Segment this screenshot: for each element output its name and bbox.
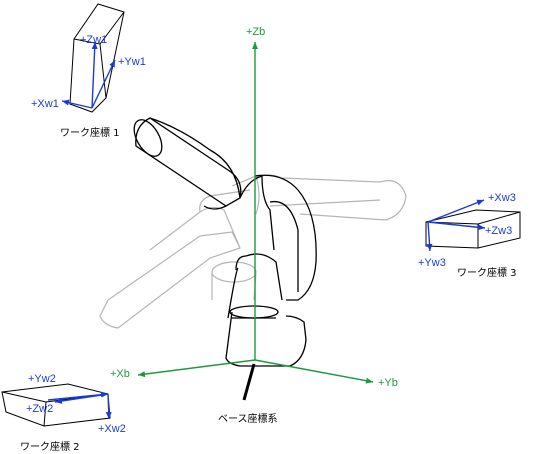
work-frame-2-block [1,383,111,427]
work3-y-label: +Yw3 [418,257,446,269]
work3-x-axis [427,199,485,223]
work2-x-label: +Xw2 [98,423,126,435]
robot-main-pose [133,117,317,367]
work-frame-2-caption: ワーク座標 2 [20,440,80,453]
work3-y-axis [426,221,433,252]
base-y-axis [254,359,374,384]
work-frame-3-caption: ワーク座標 3 [457,266,517,279]
work2-z-axis [54,393,109,404]
work-frame-3-axes [426,199,486,252]
work2-x-axis [105,393,112,420]
robot-ghost-poses [99,174,407,329]
work2-z-label: +Zw2 [26,403,53,415]
work1-z-axis [91,41,98,109]
work-frame-1-block [69,3,125,113]
work-frame-1-caption: ワーク座標 1 [60,126,120,139]
work3-z-label: +Zw3 [485,225,512,237]
base-y-label: +Yb [378,377,398,389]
work-frame-2-axes [47,391,112,420]
work1-y-axis [91,59,116,109]
base-frame-caption: ベース座標系 [218,412,278,425]
base-caption-pointer [242,363,256,401]
work1-x-label: +Xw1 [31,98,59,110]
work3-x-label: +Xw3 [488,192,516,204]
work1-x-axis [61,99,93,109]
work1-y-label: +Yw1 [118,56,146,68]
base-z-label: +Zb [246,26,265,38]
work1-z-label: +Zw1 [80,34,107,46]
base-x-axis [137,359,256,378]
work2-y-label: +Yw2 [28,373,56,385]
base-x-label: +Xb [110,368,130,380]
work-frame-1-axes [61,41,116,109]
base-frame-axes [137,42,374,384]
work3-z-axis [427,221,486,231]
